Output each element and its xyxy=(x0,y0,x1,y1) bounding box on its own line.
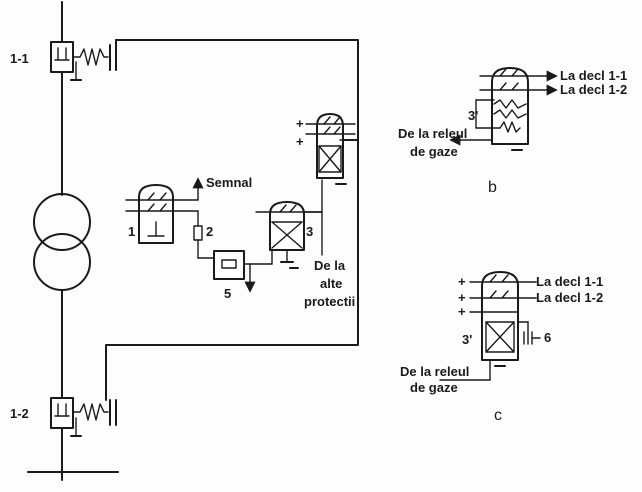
label-c-decl-1-2: La decl 1-2 xyxy=(536,290,603,305)
label-variant-c: c xyxy=(494,407,502,424)
label-b-3prime: 3' xyxy=(468,108,478,123)
label-c-3prime: 3' xyxy=(462,332,472,347)
label-num-5: 5 xyxy=(224,286,231,301)
svg-text:+: + xyxy=(458,290,466,305)
breaker-1-1 xyxy=(50,41,117,81)
label-alte: alte xyxy=(320,276,342,291)
label-variant-b: b xyxy=(488,179,497,196)
label-c-num-6: 6 xyxy=(544,330,551,345)
relay-intermediate: + + xyxy=(296,113,359,185)
label-breaker-1-2: 1-2 xyxy=(10,406,29,421)
label-num-3: 3 xyxy=(306,224,313,239)
label-b-decl-1-1: La decl 1-1 xyxy=(560,68,627,83)
main-line xyxy=(27,1,119,481)
label-c-decl-1-1: La decl 1-1 xyxy=(536,274,603,289)
breaker-1-2 xyxy=(50,397,117,437)
svg-text:+: + xyxy=(458,304,466,319)
label-b-releu-1: De la releul xyxy=(398,126,467,141)
resistor-2 xyxy=(193,210,215,259)
svg-text:+: + xyxy=(458,274,466,289)
relay-3 xyxy=(255,179,323,263)
label-b-decl-1-2: La decl 1-2 xyxy=(560,82,627,97)
svg-text:+: + xyxy=(296,134,304,149)
label-num-2: 2 xyxy=(206,224,213,239)
gas-relay-1 xyxy=(125,177,204,244)
label-b-releu-2: de gaze xyxy=(410,144,458,159)
label-protectii: protectii xyxy=(304,294,355,309)
auxiliary-relay-5 xyxy=(213,211,273,293)
label-c-releu-1: De la releul xyxy=(400,364,469,379)
label-c-releu-2: de gaze xyxy=(410,380,458,395)
transformer-symbol xyxy=(33,193,91,291)
label-de-la: De la xyxy=(314,258,346,273)
label-semnal: Semnal xyxy=(206,175,252,190)
variant-c-relay: + + + xyxy=(439,271,541,381)
svg-text:+: + xyxy=(296,116,304,131)
variant-b-relay xyxy=(449,67,558,151)
label-num-1: 1 xyxy=(128,224,135,239)
label-breaker-1-1: 1-1 xyxy=(10,51,29,66)
